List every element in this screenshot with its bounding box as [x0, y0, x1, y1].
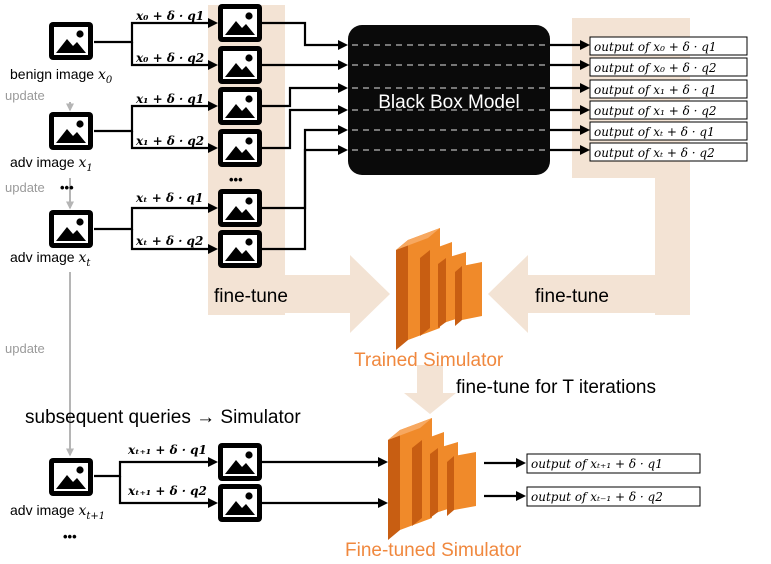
- query-image-icon: [218, 4, 262, 42]
- black-box-input-arrowheads: [338, 40, 348, 155]
- adv-image-t1-label: adv image xt+1: [10, 502, 105, 522]
- output-label-5: output of xₜ + δ · q2: [594, 146, 715, 160]
- query-branch-lines: [94, 21, 210, 251]
- output-label-2: output of x₁ + δ · q1: [594, 83, 717, 97]
- query-ellipsis: •••: [229, 172, 243, 187]
- subsequent-queries-label: subsequent queries → Simulator: [25, 407, 301, 428]
- bottom-query-label-1: xₜ₊₁ + δ · q2: [127, 484, 207, 498]
- bottom-query-label-0: xₜ₊₁ + δ · q1: [127, 443, 207, 457]
- update-label-3: update: [5, 341, 45, 356]
- ellipsis-bottom: •••: [63, 529, 77, 544]
- output-lines: [550, 43, 582, 152]
- query-image-icon: [218, 129, 262, 167]
- output-label-1: output of x₀ + δ · q2: [594, 61, 717, 75]
- black-box-label: Black Box Model: [378, 92, 520, 113]
- fine-tuned-simulator-label: Fine-tuned Simulator: [345, 540, 522, 561]
- output-arrowheads: [580, 40, 590, 155]
- query-image-icon: [218, 484, 262, 522]
- adv-image-1-icon: [49, 112, 93, 150]
- update-label-2: update: [5, 180, 45, 195]
- query-label-0: x₀ + δ · q1: [135, 9, 204, 23]
- fine-tune-label-left: fine-tune: [214, 286, 288, 307]
- output-label-4: output of xₜ + δ · q1: [594, 125, 715, 139]
- query-label-3: x₁ + δ · q2: [135, 134, 204, 148]
- query-label-2: x₁ + δ · q1: [135, 92, 204, 106]
- query-labels: x₀ + δ · q1 x₀ + δ · q2 x₁ + δ · q1 x₁ +…: [135, 9, 204, 248]
- output-boxes: output of x₀ + δ · q1 output of x₀ + δ ·…: [589, 36, 748, 162]
- query-arrowheads: [208, 18, 218, 254]
- query-image-icon: [218, 87, 262, 125]
- query-label-5: xₜ + δ · q2: [135, 234, 203, 248]
- trained-simulator-label: Trained Simulator: [354, 350, 504, 371]
- ellipsis-mid: •••: [60, 180, 74, 195]
- output-label-3: output of x₁ + δ · q2: [594, 104, 717, 118]
- query-label-1: x₀ + δ · q2: [135, 51, 204, 65]
- fine-tune-label-right: fine-tune: [535, 286, 609, 307]
- query-image-icon: [218, 189, 262, 227]
- query-image-icon: [218, 443, 262, 481]
- fine-tuned-simulator-icon: [388, 418, 476, 540]
- trained-simulator-icon: [396, 228, 482, 350]
- fine-tune-iterations-label: fine-tune for T iterations: [456, 377, 656, 398]
- bottom-arrowheads: [208, 457, 526, 508]
- benign-image-label: benign image x0: [10, 66, 113, 86]
- adv-image-1-label: adv image x1: [10, 154, 93, 174]
- bottom-output-boxes: output of xₜ₊₁ + δ · q1 output of xₜ₋₁ +…: [526, 453, 701, 507]
- output-label-0: output of x₀ + δ · q1: [594, 40, 717, 54]
- bottom-output-label-0: output of xₜ₊₁ + δ · q1: [531, 457, 663, 471]
- query-image-icon: [218, 46, 262, 84]
- bottom-output-label-1: output of xₜ₋₁ + δ · q2: [531, 490, 663, 504]
- adv-image-t-icon: [49, 210, 93, 248]
- black-box-model: Black Box Model: [348, 25, 550, 175]
- update-label-1: update: [5, 88, 45, 103]
- benign-image-icon: [49, 22, 93, 60]
- adv-image-t1-icon: [49, 458, 93, 496]
- query-routing-lines: [262, 21, 342, 251]
- query-image-icon: [218, 230, 262, 268]
- query-label-4: xₜ + δ · q1: [135, 191, 203, 205]
- bottom-branch-lines: [94, 460, 518, 505]
- adv-image-t-label: adv image xt: [10, 249, 91, 269]
